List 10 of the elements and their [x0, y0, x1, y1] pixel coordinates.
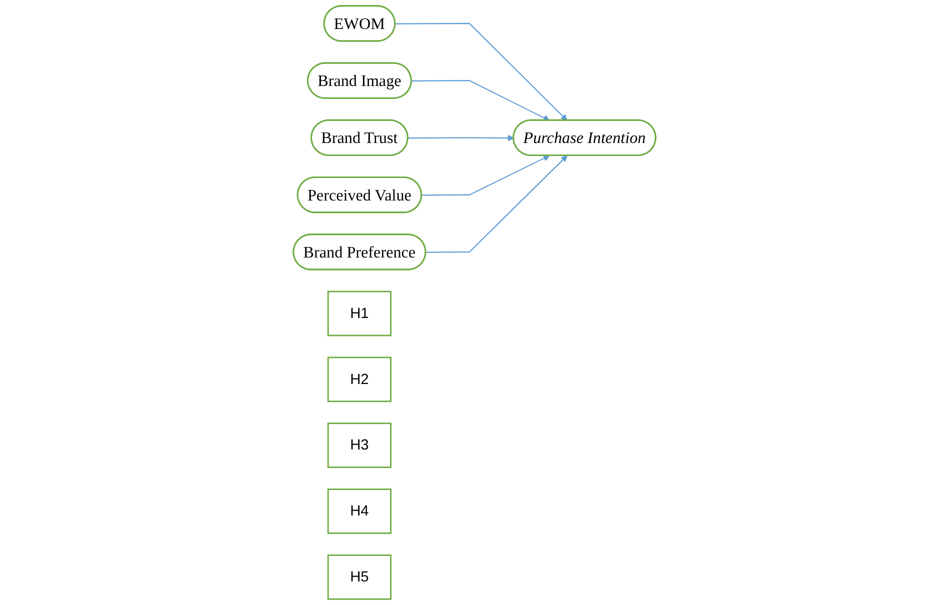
node-box: H1 — [327, 290, 392, 336]
node-box: H3 — [327, 422, 392, 468]
node-box: H5 — [327, 554, 392, 600]
arrow — [412, 80, 550, 121]
arrow — [422, 155, 550, 196]
node-box: H4 — [327, 488, 392, 534]
arrow — [408, 134, 514, 142]
arrow — [395, 22, 568, 121]
node-box: H2 — [327, 356, 392, 402]
arrow — [426, 155, 568, 253]
